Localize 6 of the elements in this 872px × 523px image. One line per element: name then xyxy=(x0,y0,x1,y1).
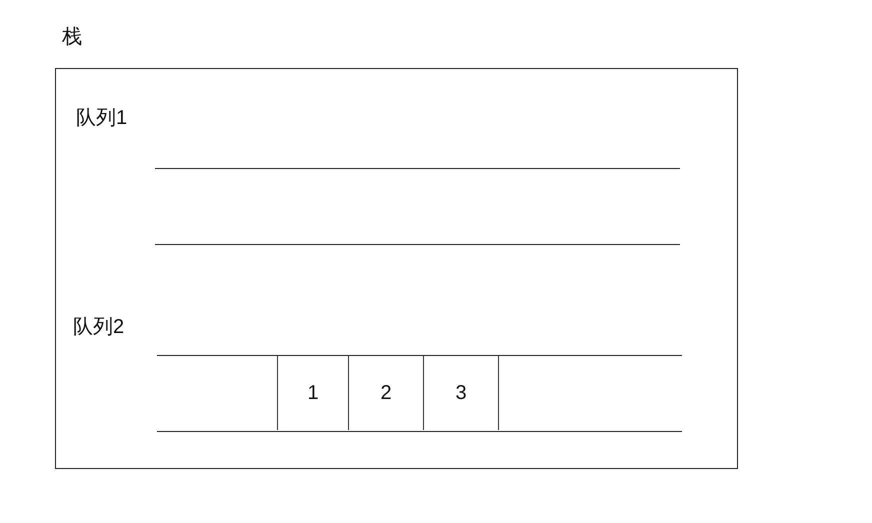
cell-number: 2 xyxy=(380,381,392,405)
cell-number: 3 xyxy=(455,381,467,405)
cell-number: 1 xyxy=(307,381,319,405)
queue-label: 队列2 xyxy=(73,315,124,339)
stack-title: 栈 xyxy=(62,25,82,49)
queue-label: 队列1 xyxy=(76,106,128,130)
